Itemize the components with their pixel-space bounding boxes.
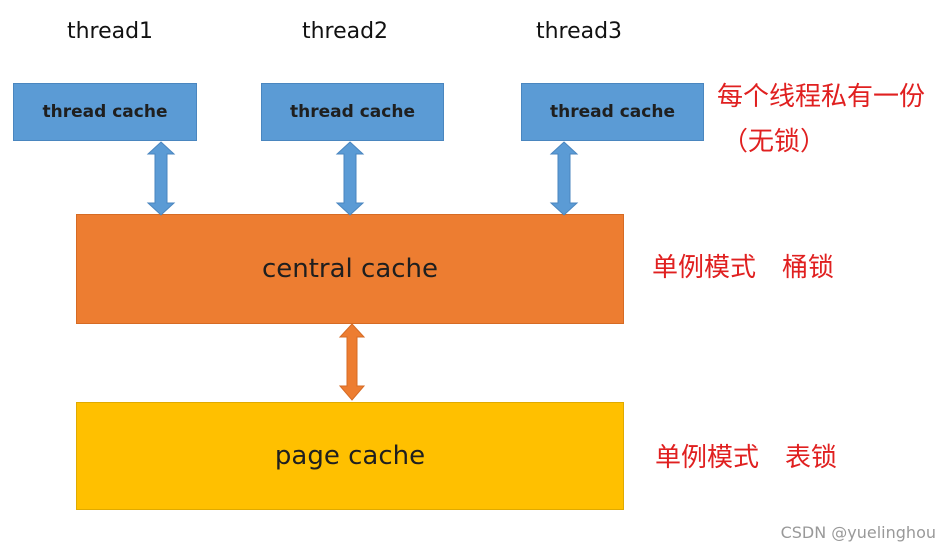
note-central-singleton: 单例模式 桶锁 <box>652 253 835 283</box>
central-cache-label: central cache <box>261 254 439 284</box>
thread-cache-label-3: thread cache <box>550 102 675 122</box>
thread-cache-box-3: thread cache <box>521 83 704 141</box>
note-thread-private: 每个线程私有一份 <box>717 82 926 112</box>
thread3-label: thread3 <box>535 19 623 44</box>
thread1-label: thread1 <box>66 19 154 44</box>
thread2-label: thread2 <box>301 19 389 44</box>
arrow-central-page <box>338 323 366 401</box>
thread-cache-box-1: thread cache <box>13 83 197 141</box>
note-page-singleton: 单例模式 表锁 <box>655 443 838 473</box>
thread-cache-label-1: thread cache <box>42 102 168 122</box>
note-thread-lockfree: （无锁） <box>722 127 827 157</box>
thread-cache-label-2: thread cache <box>290 102 415 122</box>
arrow-thread2-central <box>335 141 365 216</box>
page-cache-box: page cache <box>76 402 624 510</box>
arrow-thread3-central <box>549 141 579 216</box>
arrow-thread1-central <box>146 141 176 216</box>
page-cache-label: page cache <box>274 441 426 471</box>
thread-cache-box-2: thread cache <box>261 83 444 141</box>
csdn-watermark: CSDN @yuelinghou <box>780 523 936 542</box>
